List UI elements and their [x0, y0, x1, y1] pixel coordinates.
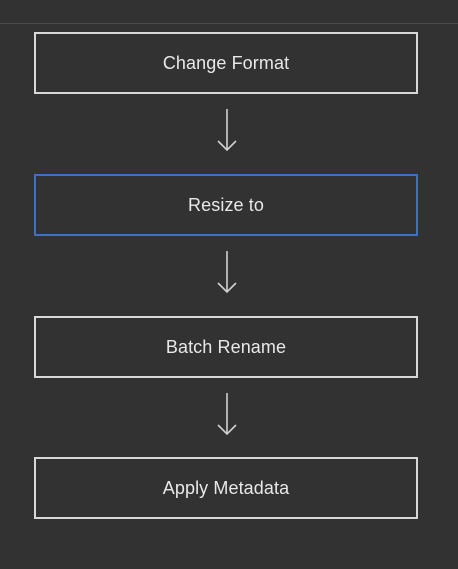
step-label-batch-rename: Batch Rename	[165, 336, 287, 357]
step-apply-metadata[interactable]: Apply Metadata	[34, 457, 418, 519]
step-label-apply-metadata: Apply Metadata	[162, 477, 290, 498]
step-label-resize-to: Resize to	[188, 194, 264, 215]
down-arrow-icon	[216, 108, 238, 152]
down-arrow-icon	[216, 392, 238, 436]
step-label-change-format: Change Format	[162, 52, 290, 73]
down-arrow-icon	[216, 250, 238, 294]
top-divider	[0, 23, 458, 24]
step-batch-rename[interactable]: Batch Rename	[34, 316, 418, 378]
step-change-format[interactable]: Change Format	[34, 32, 418, 94]
step-resize-to[interactable]: Resize to	[34, 174, 418, 236]
